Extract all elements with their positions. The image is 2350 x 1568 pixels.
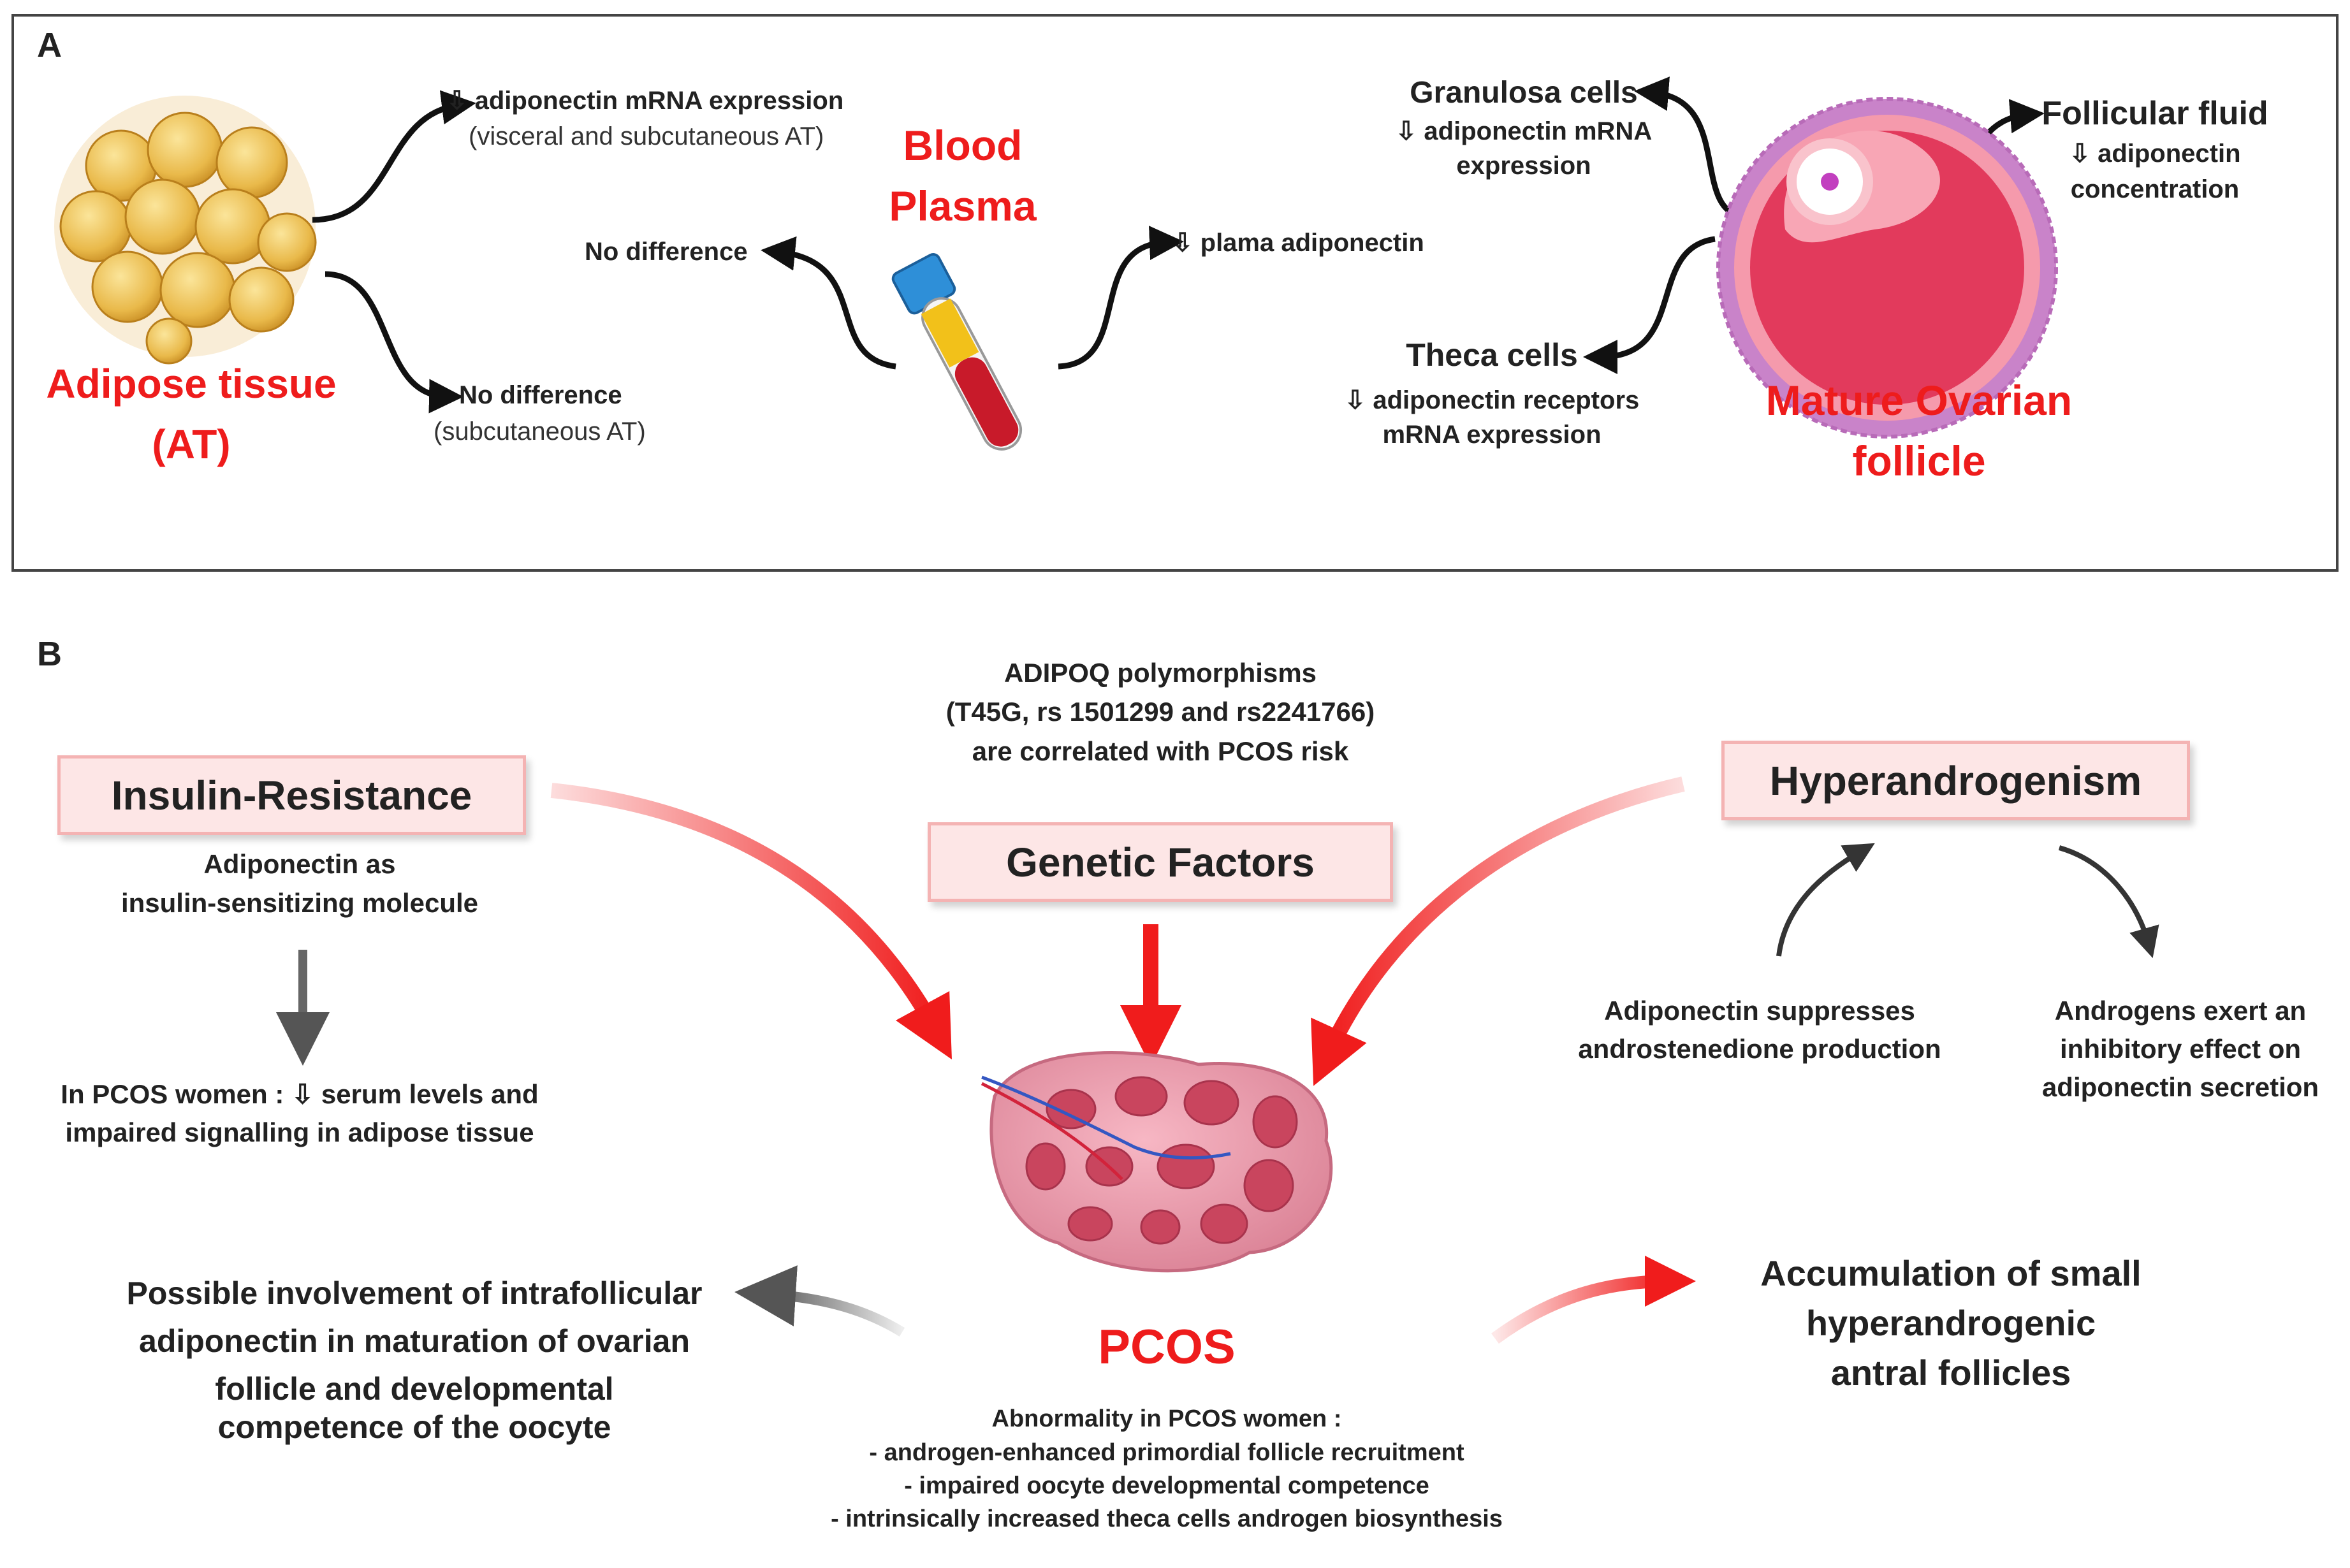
blood-tube-illustration <box>891 253 1023 451</box>
accumulation-line2: hyperandrogenic <box>1806 1303 2096 1343</box>
follicle-subtitle: follicle <box>1852 437 1986 484</box>
panel-b-letter: B <box>37 635 62 673</box>
blood-subtitle: Plasma <box>889 182 1037 229</box>
abnormality-item-2: - impaired oocyte developmental competen… <box>904 1472 1429 1499</box>
adiponectin-mrna-label: ⇩ adiponectin mRNA expression <box>446 87 844 115</box>
insulin-resistance-box: Insulin-Resistance <box>57 755 526 835</box>
adipoq-line2: (T45G, rs 1501299 and rs2241766) <box>945 697 1375 727</box>
hyper-left-line2: androstenedione production <box>1578 1034 1941 1064</box>
plasma-no-difference-label: No difference <box>585 238 748 266</box>
granulosa-title: Granulosa cells <box>1410 76 1638 110</box>
adipose-no-difference-label: No difference <box>459 381 622 409</box>
involvement-line2: adiponectin in maturation of ovarian <box>139 1323 690 1359</box>
theca-line1: ⇩ adiponectin receptors <box>1344 386 1640 414</box>
theca-title: Theca cells <box>1406 337 1578 373</box>
pcos-women-line2: impaired signalling in adipose tissue <box>65 1117 534 1147</box>
plasma-adiponectin-label: ⇩ plama adiponectin <box>1172 229 1424 257</box>
insulin-note-line2: insulin-sensitizing molecule <box>120 888 479 918</box>
involvement-line4: competence of the oocyte <box>217 1409 611 1445</box>
blood-title: Blood <box>903 122 1023 169</box>
adipose-subtitle: (AT) <box>152 421 231 467</box>
adipoq-line3: are correlated with PCOS risk <box>972 736 1349 766</box>
adipose-tissue-illustration <box>54 96 317 365</box>
abnormality-title: Abnormality in PCOS women : <box>991 1405 1342 1432</box>
hyper-right-line1: Androgens exert an <box>2054 996 2307 1026</box>
panel-a-letter: A <box>37 26 62 64</box>
hyper-right-line2: inhibitory effect on <box>2060 1034 2301 1064</box>
fluid-line2: concentration <box>2070 175 2240 203</box>
genetic-factors-box: Genetic Factors <box>928 822 1393 902</box>
adipose-no-difference-sub: (subcutaneous AT) <box>434 417 646 446</box>
theca-line2: mRNA expression <box>1382 421 1602 449</box>
involvement-line1: Possible involvement of intrafollicular <box>126 1275 703 1311</box>
adiponectin-mrna-sub: (visceral and subcutaneous AT) <box>469 122 824 150</box>
fluid-line1: ⇩ adiponectin <box>2069 140 2241 168</box>
hyper-right-line3: adiponectin secretion <box>2041 1072 2319 1102</box>
accumulation-line1: Accumulation of small <box>1760 1253 2142 1293</box>
insulin-note-line1: Adiponectin as <box>203 849 396 879</box>
adipose-title: Adipose tissue <box>46 361 337 407</box>
follicle-illustration <box>1716 97 2058 439</box>
abnormality-item-1: - androgen-enhanced primordial follicle … <box>869 1439 1464 1466</box>
pcos-women-line1: In PCOS women : ⇩ serum levels and <box>61 1079 539 1109</box>
hyper-left-line1: Adiponectin suppresses <box>1604 996 1915 1026</box>
pcos-ovary-illustration <box>981 1051 1333 1273</box>
accumulation-line3: antral follicles <box>1830 1353 2071 1393</box>
involvement-line3: follicle and developmental <box>215 1371 614 1407</box>
pcos-title: PCOS <box>1098 1320 1236 1374</box>
granulosa-line1: ⇩ adiponectin mRNA <box>1395 117 1653 145</box>
abnormality-item-3: - intrinsically increased theca cells an… <box>831 1506 1503 1532</box>
follicle-title: Mature Ovarian <box>1765 377 2073 424</box>
fluid-title: Follicular fluid <box>2041 95 2268 132</box>
hyperandrogenism-box: Hyperandrogenism <box>1721 741 2190 820</box>
adipoq-line1: ADIPOQ polymorphisms <box>1003 658 1317 688</box>
granulosa-line2: expression <box>1456 152 1591 180</box>
